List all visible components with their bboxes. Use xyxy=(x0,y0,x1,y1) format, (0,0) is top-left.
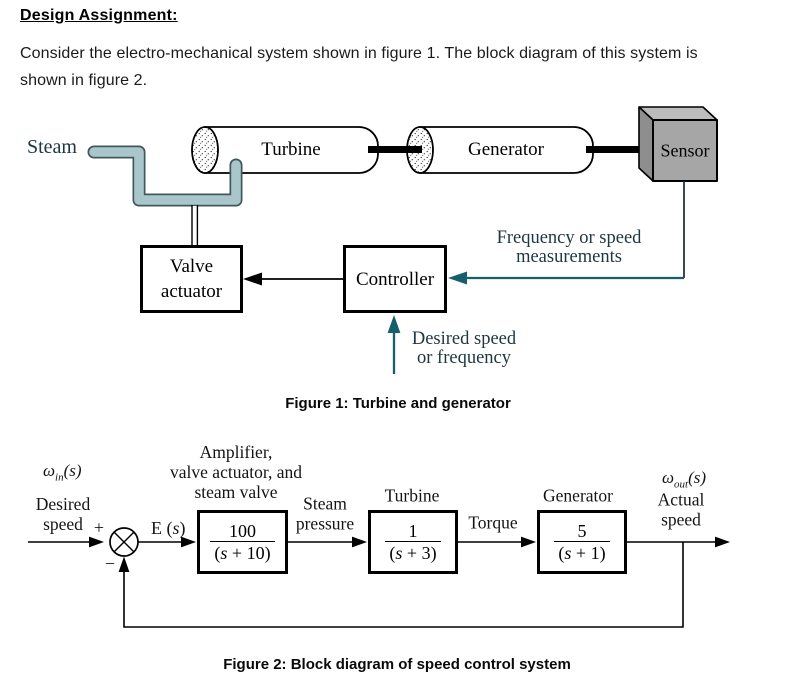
setpoint-input-arrow xyxy=(387,315,401,374)
feedback-path xyxy=(123,542,684,628)
amplifier-denominator: (s + 10) xyxy=(210,541,275,563)
intro-paragraph-line1: Consider the electro-mechanical system s… xyxy=(20,45,698,62)
page-title: Design Assignment: xyxy=(20,7,178,24)
desired-speed-label: Desired speed xyxy=(36,494,90,534)
figure2-caption: Figure 2: Block diagram of speed control… xyxy=(223,656,571,673)
generator-numerator: 5 xyxy=(577,520,587,541)
error-label-post: ) xyxy=(179,518,186,538)
setpoint-label-line2: or frequency xyxy=(417,348,511,368)
turbine-block-caption: Turbine xyxy=(384,485,440,506)
actual-speed-line1: Actual xyxy=(657,489,705,510)
omega-out-subscript: out xyxy=(674,478,689,491)
omega-out-symbol: ω xyxy=(662,468,675,487)
valve-actuator-label-line2: actuator xyxy=(160,281,223,302)
steam-pipe xyxy=(87,145,243,207)
desired-speed-line1: Desired xyxy=(35,494,91,514)
steam-pressure-label: Steam pressure xyxy=(295,493,355,534)
amplifier-numerator: 100 xyxy=(228,520,256,541)
omega-in-symbol: ω xyxy=(43,461,56,480)
generator-transfer-block: 5 (s + 1) xyxy=(537,510,627,574)
feedback-arrowhead xyxy=(118,556,130,572)
error-label-var: s xyxy=(172,518,180,538)
measurement-feedback-arrow xyxy=(448,271,684,285)
minus-sign: − xyxy=(104,553,116,574)
sensor-label: Sensor xyxy=(660,140,710,161)
valve-actuator-label-line1: Valve xyxy=(169,256,214,277)
block-diagram-lines xyxy=(28,536,730,628)
sensor-cube xyxy=(638,106,718,182)
figure1-caption: Figure 1: Turbine and generator xyxy=(285,395,511,412)
measurement-label: Frequency or speed measurements xyxy=(497,229,642,267)
den-post: + 10) xyxy=(227,543,271,563)
measurement-label-line2: measurements xyxy=(516,247,622,267)
amplifier-block-caption: Amplifier, valve actuator, and steam val… xyxy=(170,442,302,502)
desired-speed-line2: speed xyxy=(43,514,83,534)
error-signal-label: E (s) xyxy=(151,518,186,539)
steam-pressure-line2: pressure xyxy=(295,513,355,533)
turbine-numerator: 1 xyxy=(408,520,418,541)
valve-actuator-box: Valve actuator xyxy=(140,245,243,313)
summing-junction xyxy=(109,527,139,557)
omega-out-argument: (s) xyxy=(688,468,707,487)
turbine-label: Turbine xyxy=(261,139,321,160)
den-pre: ( xyxy=(389,543,396,563)
turbine-end-stipple xyxy=(191,126,219,174)
setpoint-label-line1: Desired speed xyxy=(411,329,517,349)
controller-box: Controller xyxy=(343,245,447,313)
steam-label: Steam xyxy=(27,136,77,158)
amplifier-caption-line1: Amplifier, xyxy=(199,442,273,462)
plus-sign: + xyxy=(93,517,105,538)
amplifier-caption-line2: valve actuator, and xyxy=(170,462,302,482)
generator-label: Generator xyxy=(468,139,544,160)
amplifier-caption-line3: steam valve xyxy=(194,482,278,502)
generator-denominator: (s + 1) xyxy=(554,541,610,563)
den-var: s xyxy=(220,543,228,563)
omega-in-subscript: in xyxy=(55,471,64,484)
den-var: s xyxy=(395,543,403,563)
omega-in-label: ωin(s) xyxy=(43,461,82,483)
den-pre: ( xyxy=(214,543,221,563)
turbine-cylinder xyxy=(191,126,379,174)
setpoint-label: Desired speed or frequency xyxy=(412,330,516,368)
omega-in-argument: (s) xyxy=(63,461,82,480)
turbine-denominator: (s + 3) xyxy=(385,541,441,563)
valve-stem xyxy=(191,205,199,246)
shaft-turbine-generator xyxy=(368,146,422,153)
actual-speed-label: Actual speed xyxy=(657,489,705,530)
turbine-transfer-block: 1 (s + 3) xyxy=(368,510,458,574)
steam-pressure-line1: Steam xyxy=(303,493,347,514)
controller-label: Controller xyxy=(355,268,435,290)
actual-speed-line2: speed xyxy=(661,509,701,529)
controller-to-valve-arrow xyxy=(243,272,343,286)
den-post: + 1) xyxy=(571,543,606,563)
generator-cylinder xyxy=(406,126,594,174)
error-label-pre: E ( xyxy=(151,518,173,538)
shaft-generator-sensor xyxy=(586,146,648,153)
sensor-cube-side-face xyxy=(638,106,654,182)
amplifier-transfer-block: 100 (s + 10) xyxy=(197,510,288,574)
omega-out-label: ωout(s) xyxy=(662,468,706,490)
den-pre: ( xyxy=(558,543,565,563)
intro-paragraph-line2: shown in figure 2. xyxy=(20,72,148,89)
measurement-label-line1: Frequency or speed xyxy=(496,228,642,248)
sensor-cube-front-face xyxy=(652,119,718,182)
generator-block-caption: Generator xyxy=(543,485,613,506)
den-post: + 3) xyxy=(402,543,437,563)
torque-label: Torque xyxy=(468,512,518,533)
den-var: s xyxy=(564,543,572,563)
